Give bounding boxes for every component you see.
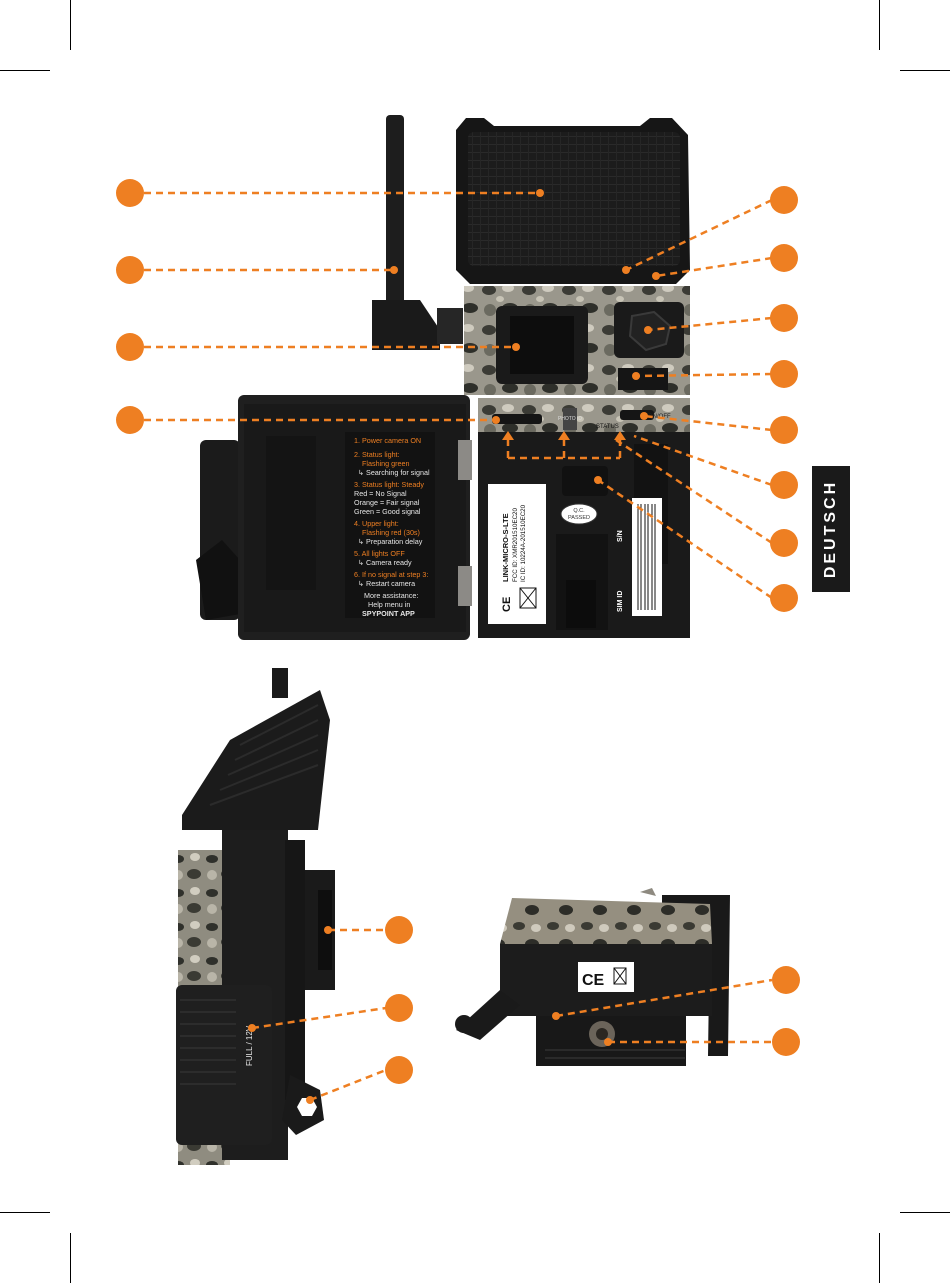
sn-label: S/N	[617, 530, 624, 542]
callout-lines	[144, 191, 773, 600]
callout-marker	[770, 416, 798, 444]
battery-text: FULL / 12V	[245, 1025, 254, 1066]
side-callout-lines	[251, 928, 387, 1102]
crop-mark	[0, 70, 50, 71]
callout-marker	[770, 186, 798, 214]
bottom-callout-dots	[552, 1012, 612, 1046]
instr-3-line: Green = Good signal	[354, 507, 421, 516]
callout-marker	[385, 1056, 413, 1084]
callout-marker	[770, 584, 798, 612]
instr-3-line: Red = No Signal	[354, 489, 407, 498]
instr-1: 1. Power camera ON	[354, 436, 421, 445]
crop-mark	[879, 0, 880, 50]
instr-6: 6. If no signal at step 3:	[354, 570, 428, 579]
camera-front-view: PHOTO ID STATUS ON/OFF 1. Power camera O…	[144, 115, 773, 640]
side-callout-dots	[248, 926, 332, 1104]
crop-mark	[900, 70, 950, 71]
callout-marker	[772, 966, 800, 994]
instr-5: 5. All lights OFF	[354, 549, 405, 558]
qc-text: Q.C.	[573, 508, 585, 514]
qc-passed-sticker	[560, 503, 598, 525]
status-text: STATUS	[596, 424, 619, 430]
instr-6-line: ↳ Restart camera	[358, 579, 415, 588]
qc-text: PASSED	[568, 515, 590, 521]
fcc-id: FCC ID: XMR201510EC20	[512, 508, 519, 582]
callout-marker	[770, 471, 798, 499]
callout-marker	[116, 256, 144, 284]
barcode-label	[632, 498, 662, 616]
assistance-line: SPYPOINT APP	[362, 609, 415, 618]
callout-marker	[770, 244, 798, 272]
crop-mark	[0, 1212, 50, 1213]
ic-id: IC ID: 10224A-201510EC20	[520, 504, 527, 582]
callout-marker	[772, 1028, 800, 1056]
solar-panel	[456, 118, 690, 284]
instr-2-head2: Flashing green	[362, 459, 410, 468]
bottom-callout-lines	[555, 978, 773, 1044]
callout-marker	[770, 304, 798, 332]
instruction-text: 1. Power camera ON 2. Status light: Flas…	[354, 436, 430, 618]
callout-marker	[385, 994, 413, 1022]
side-housing: FULL / 12V	[176, 668, 335, 1165]
crop-mark	[70, 0, 71, 50]
ce-sticker	[578, 962, 634, 992]
model-name: LINK-MICRO-S-LTE	[501, 513, 510, 582]
callout-arrowheads	[502, 431, 626, 440]
callout-marker	[770, 360, 798, 388]
control-strip: PHOTO ID STATUS ON/OFF	[478, 398, 690, 432]
weee-icon	[613, 967, 627, 985]
ce-mark: CE	[582, 972, 605, 989]
instr-4: 4. Upper light:	[354, 519, 399, 528]
crop-mark	[900, 1212, 950, 1213]
instr-3: 3. Status light: Steady	[354, 480, 424, 489]
instr-4-head2: Flashing red (30s)	[362, 528, 420, 537]
callout-marker	[770, 529, 798, 557]
crop-mark	[879, 1233, 880, 1283]
assistance-line: Help menu in	[368, 600, 410, 609]
instr-2: 2. Status light:	[354, 450, 400, 459]
camera-front-camo	[464, 286, 690, 395]
sim-id-label: SIM ID	[617, 591, 624, 612]
weee-icon	[519, 587, 537, 609]
photo-id-text: PHOTO ID	[558, 416, 582, 422]
callout-marker	[385, 916, 413, 944]
inner-button	[562, 466, 608, 496]
instr-2-line: ↳ Searching for signal	[358, 468, 430, 477]
callout-dots	[390, 189, 660, 484]
assistance-line: More assistance:	[364, 591, 418, 600]
instr-5-line: ↳ Camera ready	[358, 558, 412, 567]
callout-marker	[116, 179, 144, 207]
instr-3-line: Orange = Fair signal	[354, 498, 420, 507]
crop-mark	[70, 1233, 71, 1283]
callout-marker	[116, 333, 144, 361]
camera-bottom-view: CE	[455, 888, 773, 1066]
ce-mark-front: CE	[501, 597, 513, 612]
camera-side-view: FULL / 12V	[176, 668, 387, 1165]
instr-4-line: ↳ Preparation delay	[358, 537, 423, 546]
camera-inner-body: LINK-MICRO-S-LTE FCC ID: XMR201510EC20 I…	[478, 432, 690, 638]
language-tab: DEUTSCH	[812, 466, 850, 592]
antenna	[372, 115, 463, 350]
bottom-housing: CE	[455, 888, 730, 1066]
callout-marker	[116, 406, 144, 434]
instruction-label	[345, 432, 435, 618]
